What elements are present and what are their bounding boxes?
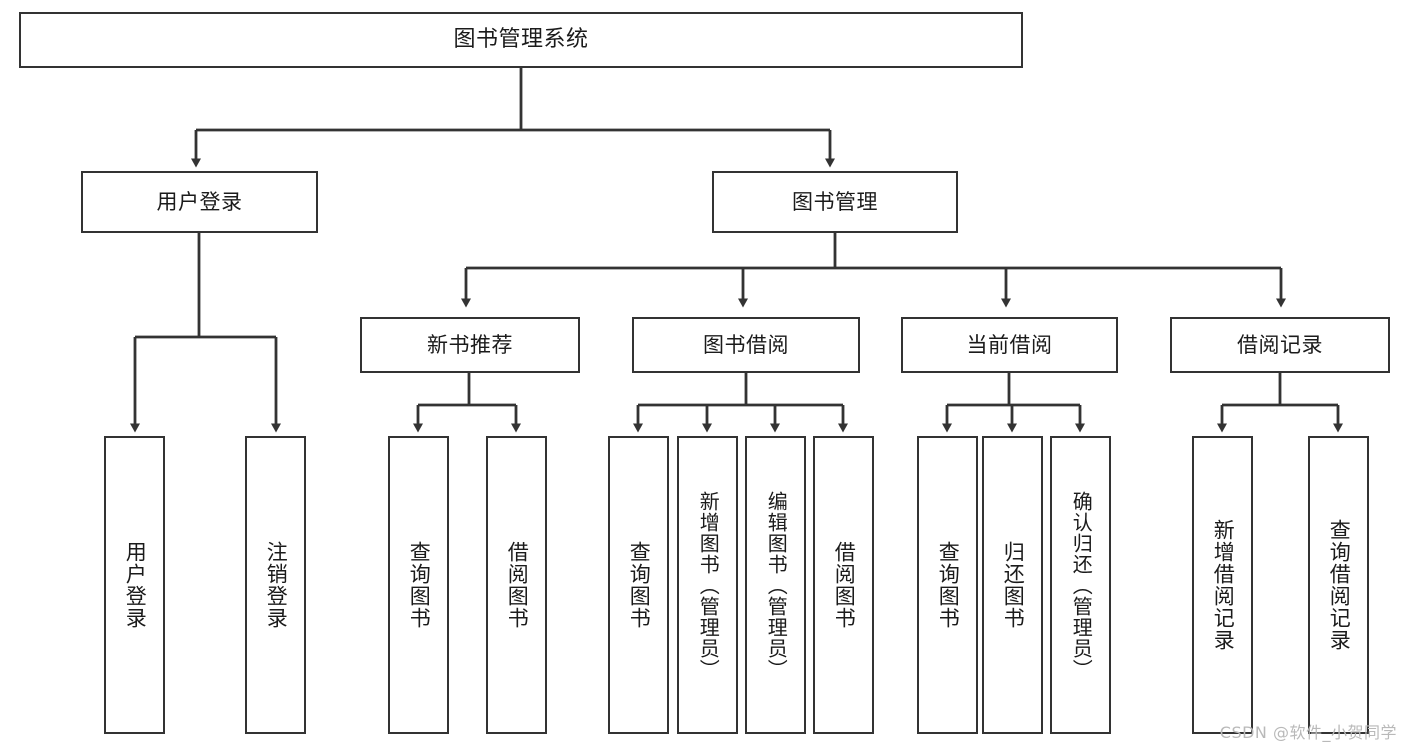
node-book-borrow[interactable]: 图书借阅: [632, 317, 860, 373]
node-root-book-management-system[interactable]: 图书管理系统: [19, 12, 1023, 68]
node-current-borrow[interactable]: 当前借阅: [901, 317, 1118, 373]
node-label: 查询图书: [936, 541, 961, 629]
node-label: 图书借阅: [703, 332, 789, 357]
leaf-user-login-logout[interactable]: 注销登录: [245, 436, 306, 734]
node-label: 确认归还（管理员）: [1069, 490, 1094, 680]
node-label: 图书管理: [792, 189, 878, 214]
leaf-current-confirm-return-admin[interactable]: 确认归还（管理员）: [1050, 436, 1111, 734]
leaf-current-query-book[interactable]: 查询图书: [917, 436, 978, 734]
node-new-book-recommend[interactable]: 新书推荐: [360, 317, 580, 373]
node-label: 查询借阅记录: [1327, 519, 1352, 651]
node-label: 归还图书: [1001, 541, 1026, 629]
leaf-borrow-add-book-admin[interactable]: 新增图书（管理员）: [677, 436, 738, 734]
node-label: 当前借阅: [966, 332, 1053, 357]
node-book-management[interactable]: 图书管理: [712, 171, 958, 233]
leaf-record-query-borrow-record[interactable]: 查询借阅记录: [1308, 436, 1369, 734]
node-label: 用户登录: [123, 541, 148, 629]
node-label: 查询图书: [627, 541, 652, 629]
leaf-current-return-book[interactable]: 归还图书: [982, 436, 1043, 734]
leaf-new-book-query-book[interactable]: 查询图书: [388, 436, 449, 734]
leaf-borrow-edit-book-admin[interactable]: 编辑图书（管理员）: [745, 436, 806, 734]
leaf-user-login-login[interactable]: 用户登录: [104, 436, 165, 734]
node-label: 图书管理系统: [453, 27, 589, 53]
leaf-record-add-borrow-record[interactable]: 新增借阅记录: [1192, 436, 1253, 734]
node-borrow-record[interactable]: 借阅记录: [1170, 317, 1390, 373]
node-label: 借阅图书: [832, 541, 857, 629]
node-label: 用户登录: [156, 189, 243, 214]
node-label: 借阅图书: [505, 541, 530, 629]
node-label: 编辑图书（管理员）: [764, 490, 789, 680]
leaf-borrow-query-book[interactable]: 查询图书: [608, 436, 669, 734]
leaf-borrow-borrow-book[interactable]: 借阅图书: [813, 436, 874, 734]
node-label: 新增借阅记录: [1211, 519, 1236, 651]
leaf-new-book-borrow-book[interactable]: 借阅图书: [486, 436, 547, 734]
node-user-login[interactable]: 用户登录: [81, 171, 318, 233]
node-label: 借阅记录: [1237, 332, 1323, 357]
node-label: 查询图书: [407, 541, 432, 629]
node-label: 新增图书（管理员）: [696, 490, 721, 680]
csdn-watermark: CSDN @软件_小贺同学: [1219, 723, 1397, 742]
node-label: 注销登录: [264, 541, 289, 629]
node-label: 新书推荐: [427, 332, 513, 357]
